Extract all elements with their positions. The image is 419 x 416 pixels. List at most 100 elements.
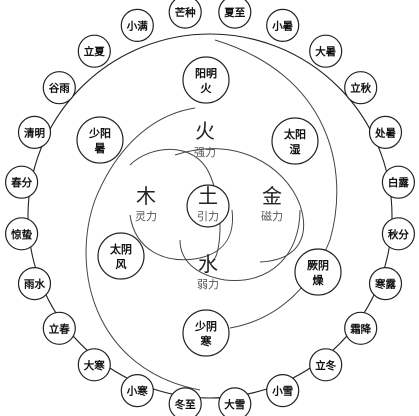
qi-line2: 寒: [200, 334, 213, 348]
solar-term-label: 立秋: [350, 82, 371, 95]
solar-term-circle: [309, 34, 343, 68]
solar-term-label: 大寒: [84, 359, 105, 372]
qi-line2: 暑: [95, 142, 106, 155]
element-fire-char: 火: [195, 119, 215, 143]
solar-term-node: 立夏: [77, 34, 111, 68]
qi-line2: 风: [116, 257, 127, 271]
qi-node-shaoyang: 少阳 暑: [76, 116, 124, 164]
solar-term-circle: [5, 217, 39, 251]
solar-term-node: 小寒: [120, 374, 154, 408]
solar-term-label: 霜降: [349, 322, 371, 335]
solar-term-node: 立秋: [344, 71, 378, 105]
curve-metal-water: [179, 209, 301, 282]
element-earth-force: 引力: [197, 209, 219, 223]
solar-term-label: 谷雨: [49, 82, 70, 95]
solar-term-node: 春分: [5, 165, 39, 199]
solar-term-label: 小雪: [271, 385, 293, 398]
curve-fire-metal: [174, 148, 305, 263]
solar-term-label: 芒种: [175, 6, 196, 19]
solar-term-node: 处暑: [368, 115, 403, 149]
solar-term-node: 小雪: [266, 374, 300, 408]
qi-node-jueyin: 厥阴 燥: [294, 248, 342, 296]
solar-term-label: 小寒: [126, 385, 148, 398]
element-earth-char: 土: [198, 184, 218, 208]
solar-term-circle: [368, 115, 403, 149]
solar-term-node: 立春: [42, 311, 76, 345]
qi-line1: 厥阴: [307, 258, 329, 272]
solar-term-node: 寒露: [368, 267, 403, 301]
element-metal-char: 金: [262, 184, 282, 208]
solar-term-circle: [77, 34, 111, 68]
qi-line1: 太阳: [283, 127, 306, 141]
solar-term-node: 霜降: [344, 311, 378, 345]
solar-term-circle: [218, 0, 252, 29]
solar-term-label: 大雪: [224, 398, 245, 411]
qi-line2: 火: [201, 82, 213, 95]
solar-term-node: 立冬: [309, 348, 343, 382]
solar-term-circle: [42, 71, 76, 105]
solar-term-circle: [344, 311, 378, 345]
solar-term-circle: [168, 387, 202, 416]
solar-term-label: 夏至: [223, 7, 245, 19]
qi-node-shaoyin: 少阴 寒: [182, 309, 230, 357]
solar-term-circle: [266, 8, 300, 42]
solar-term-node: 芒种: [168, 0, 202, 29]
element-metal-force: 磁力: [261, 210, 283, 223]
solar-term-label: 立冬: [315, 359, 336, 372]
solar-term-label: 小满: [126, 19, 148, 32]
solar-term-label: 立春: [49, 322, 70, 335]
qi-line1: 阳明: [195, 66, 217, 80]
qi-line1: 太阴: [109, 242, 132, 256]
solar-term-label: 清明: [24, 126, 45, 139]
solar-term-node: 夏至: [218, 0, 252, 29]
solar-term-circle: [17, 267, 52, 301]
solar-term-label: 冬至: [175, 398, 196, 411]
solar-term-node: 小满: [120, 8, 154, 42]
solar-term-node: 大寒: [77, 348, 111, 382]
solar-term-circle: [266, 374, 300, 408]
outer-ring: [27, 33, 393, 399]
solar-term-label: 秋分: [388, 228, 409, 241]
solar-term-node: 雨水: [17, 267, 52, 301]
curve-wood-earth: [129, 209, 234, 261]
solar-term-circle: [368, 267, 403, 301]
solar-term-label: 白露: [388, 176, 409, 189]
spiral-curve-right: [214, 39, 338, 329]
qi-node-yangming: 阳明 火: [182, 56, 230, 104]
solar-term-label: 雨水: [24, 278, 45, 291]
solar-term-circle: [77, 348, 111, 382]
solar-term-node: 惊蛰: [5, 217, 39, 251]
solar-term-circle: [381, 165, 415, 199]
qi-line2: 湿: [290, 142, 301, 156]
curve-wood-water: [129, 148, 221, 259]
solar-term-label: 春分: [11, 176, 32, 189]
element-wood-force: 灵力: [135, 210, 157, 223]
solar-term-circle: [17, 115, 52, 149]
solar-term-node: 冬至: [168, 387, 202, 416]
solar-term-label: 小暑: [271, 19, 293, 32]
solar-term-circle: [168, 0, 202, 29]
earth-circle: [186, 184, 230, 228]
solar-term-circle: [42, 311, 76, 345]
solar-term-node: 大雪: [218, 387, 252, 416]
solar-term-node: 谷雨: [42, 71, 76, 105]
solar-term-circle: [120, 8, 154, 42]
solar-term-circle: [218, 387, 252, 416]
element-water-char: 水: [198, 252, 218, 276]
element-fire-force: 强力: [194, 146, 216, 159]
solar-term-label: 大暑: [315, 45, 336, 58]
solar-term-circle: [5, 165, 39, 199]
solar-term-node: 秋分: [381, 217, 415, 251]
spiral-curve-left: [85, 107, 201, 391]
solar-term-label: 处暑: [374, 126, 396, 139]
solar-term-node: 白露: [381, 165, 415, 199]
solar-term-circle: [381, 217, 415, 251]
qi-node-taiyang: 太阳 湿: [271, 117, 319, 165]
element-water-force: 弱力: [197, 278, 219, 291]
qi-line2: 燥: [313, 273, 325, 287]
qi-node-taiyin: 太阴 风: [97, 232, 145, 280]
qi-line1: 少阳: [88, 126, 111, 140]
